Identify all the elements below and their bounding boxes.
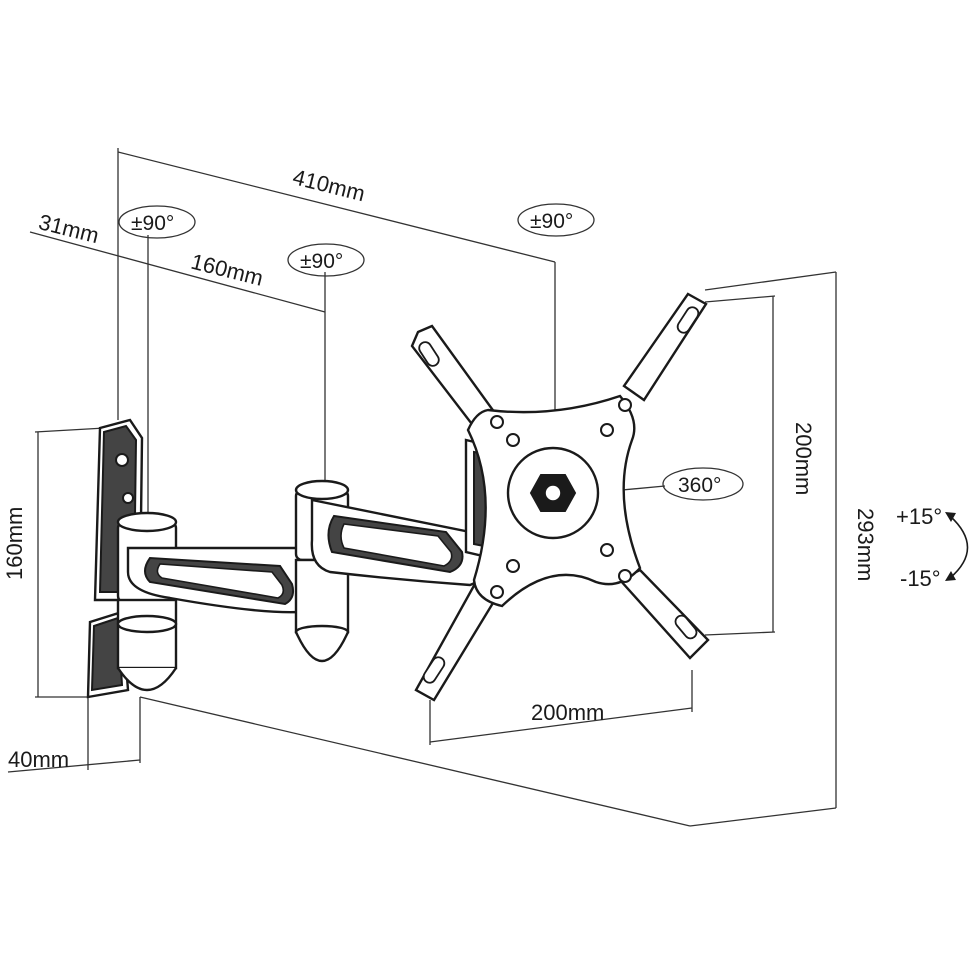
arm-pivot-rotation-label: ±90° — [300, 250, 343, 273]
screen-rotation-label: 360° — [678, 474, 721, 497]
vesa-screws — [490, 398, 632, 599]
vesa-plate — [466, 394, 642, 608]
wall-plate-height-label: 160mm — [2, 507, 27, 580]
wall-pivot-rotation-label: ±90° — [131, 212, 174, 235]
total-reach-label: 410mm — [290, 164, 367, 206]
arm-pivot-callout — [287, 243, 365, 277]
head-pivot-callout — [517, 203, 595, 237]
head-pivot-rotation-label: ±90° — [530, 210, 573, 233]
overall-height-label: 293mm — [853, 508, 878, 581]
arm-length-label: 160mm — [189, 249, 266, 291]
second-arm — [310, 498, 485, 587]
tilt-arc — [949, 515, 969, 579]
wall-pivot-callout — [118, 205, 196, 239]
vesa-vertical-label: 200mm — [791, 422, 816, 495]
tilt-down-label: -15° — [900, 566, 941, 591]
wall-pivot — [116, 511, 178, 692]
first-arm — [126, 546, 314, 614]
tilt-arrow-down-icon — [945, 571, 956, 581]
vesa-horizontal-label: 200mm — [531, 700, 604, 725]
wall-plate-width-label: 40mm — [8, 747, 69, 772]
tilt-arrow-up-icon — [945, 512, 956, 522]
screen-rotation-callout — [662, 467, 744, 501]
dimension-lines — [7, 148, 837, 827]
tilt-up-label: +15° — [896, 504, 942, 529]
